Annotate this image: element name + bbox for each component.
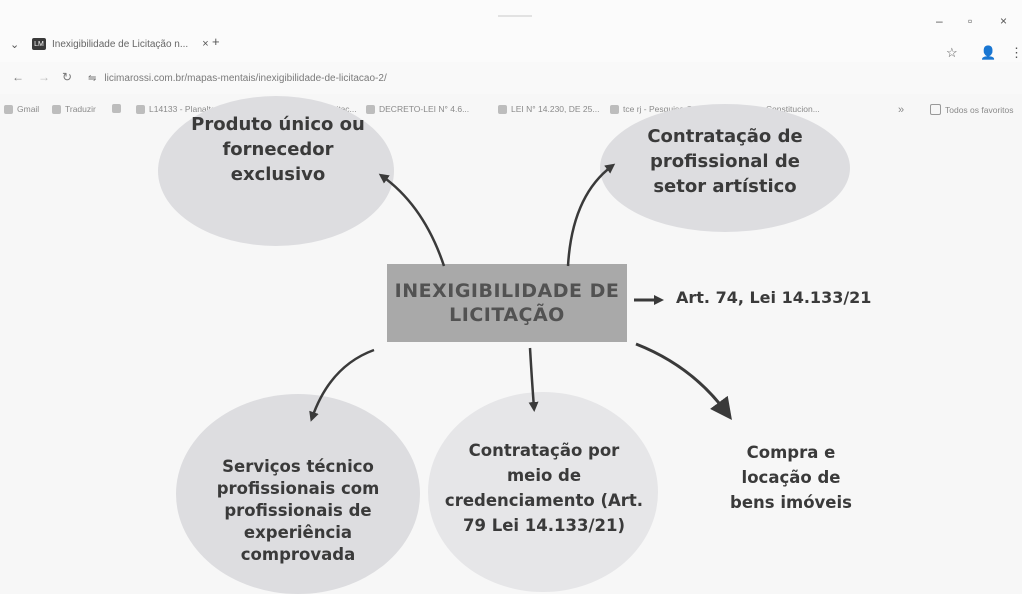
arrow-to-produto [378,173,446,267]
browser-toolbar: ← → ↻ [0,62,1022,94]
globe-icon [498,104,507,114]
planalto-icon [136,104,145,114]
node-credenciamento-blob [428,392,658,592]
bookmark-traduzir[interactable]: Traduzir [52,104,96,114]
node-servicos-blob [176,394,420,594]
center-node-text: INEXIGIBILIDADE DE LICITAÇÃO [394,280,620,326]
new-tab-button[interactable]: + [212,34,220,49]
node-artistico-blob [600,104,850,232]
bookmark-star-icon[interactable]: ☆ [946,45,958,60]
site-favicon-icon: LM [32,38,46,50]
arrow-to-imoveis [635,342,732,421]
bookmarks-overflow-button[interactable]: » [898,104,905,116]
bookmark-decreto[interactable]: DECRETO-LEI N° 4.6... [366,104,469,114]
globe-icon [366,104,375,114]
arrow-to-credenciamento [528,347,539,412]
node-produto-text: Produto único ou fornecedor exclusivo [191,114,365,185]
google-icon [610,104,619,114]
arrow-layer [309,163,732,422]
node-artistico-text: Contratação de profissional de setor art… [647,126,803,197]
address-bar[interactable]: ⇋ licimarossi.com.br/mapas-mentais/inexi… [88,69,387,87]
profile-icon[interactable]: 👤 [980,45,997,60]
drag-handle[interactable] [498,15,532,17]
bookmark-planalto[interactable]: L14133 - Planalto... [136,104,223,114]
node-imoveis-text: Compra e locação de bens imóveis [730,443,852,512]
minimize-button[interactable]: – [936,14,943,28]
google-icon [4,104,13,114]
bookmark-gmail[interactable]: Gmail [4,104,39,114]
tab-search-chevron-icon[interactable]: ⌄ [10,39,20,51]
browser-titlebar: ⌄ LM Inexigibilidade de Licitação n... ×… [0,0,1022,62]
tab-title: Inexigibilidade de Licitação n... [52,38,189,50]
node-servicos-text: Serviços técnico profissionais com profi… [216,457,380,564]
globe-icon [112,104,121,113]
all-bookmarks-button[interactable]: Todos os favoritos [930,104,1014,115]
bookmark-lei-14230[interactable]: LEI N° 14.230, DE 25... [498,104,599,114]
translate-icon [52,104,61,114]
menu-kebab-icon[interactable]: ⋮ [1010,45,1022,60]
folder-icon [930,104,941,115]
center-node: INEXIGIBILIDADE DE LICITAÇÃO [387,264,627,342]
close-window-button[interactable]: × [1000,14,1008,28]
node-produto-blob [158,96,394,246]
legal-reference-text: Art. 74, Lei 14.133/21 [676,288,872,307]
reload-icon[interactable]: ↻ [62,70,73,84]
browser-tab[interactable]: LM Inexigibilidade de Licitação n... × [32,34,209,54]
maximize-button[interactable]: ▫ [968,14,973,28]
site-info-icon[interactable]: ⇋ [88,72,97,84]
arrow-to-artistico [566,163,616,267]
tab-close-icon[interactable]: × [202,38,209,50]
back-arrow-icon[interactable]: ← [12,70,24,84]
bookmark-globe[interactable] [112,104,125,113]
forward-arrow-icon[interactable]: → [38,70,50,84]
url-text[interactable]: licimarossi.com.br/mapas-mentais/inexigi… [104,72,387,84]
node-credenciamento-text: Contratação por meio de credenciamento (… [444,441,644,535]
bookmark-tce-rj[interactable]: tce rj - Pesquisa Go... [610,104,705,114]
arrow-to-servicos [309,348,375,422]
